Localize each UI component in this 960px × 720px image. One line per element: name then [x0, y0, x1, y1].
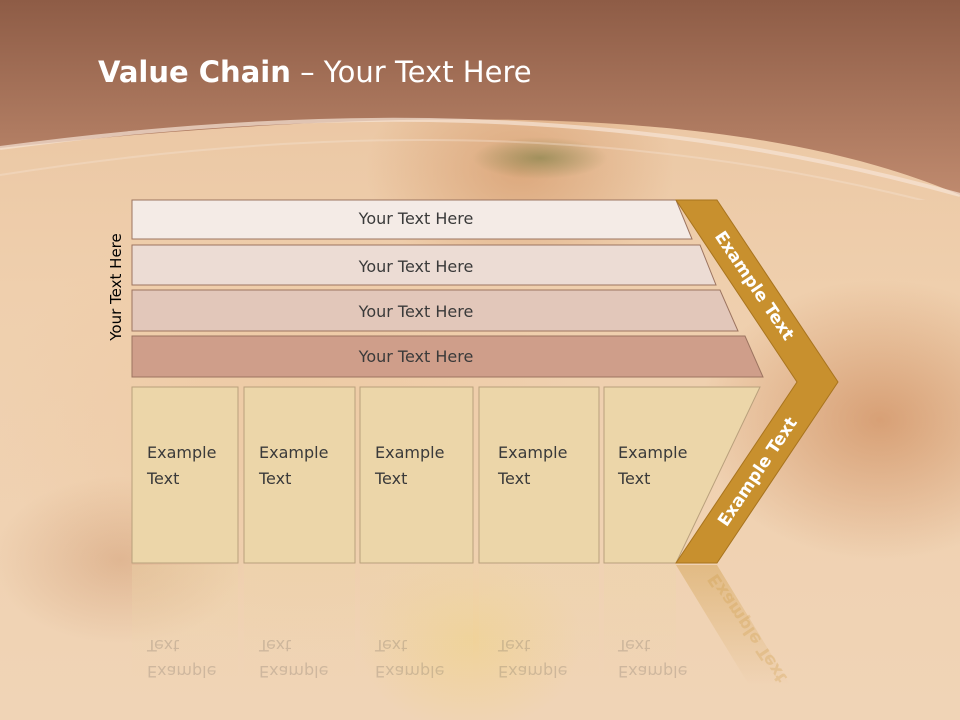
column-label-line2: Text: [375, 469, 408, 488]
column-label-line1: Example: [618, 443, 688, 462]
reflection-line2: Text: [375, 636, 408, 655]
reflection-line2: Text: [498, 636, 531, 655]
column-label-line1: Example: [498, 443, 568, 462]
column-label-reflection: Example Text: [259, 632, 328, 684]
title-bold: Value Chain: [98, 55, 291, 89]
column-label-reflection: Example Text: [375, 632, 444, 684]
reflection-line1: Example: [375, 662, 445, 681]
reflection-line1: Example: [618, 662, 688, 681]
column-label-5: Example Text: [618, 440, 687, 492]
column-reflection: [244, 565, 355, 685]
row-bar-2: [131, 244, 717, 286]
reflection-line2: Text: [259, 636, 292, 655]
reflection-line2: Text: [618, 636, 651, 655]
column-reflection: [479, 565, 599, 685]
column-label-line1: Example: [375, 443, 445, 462]
reflection-line1: Example: [147, 662, 217, 681]
row-bar-3: [131, 289, 739, 332]
column-label-2: Example Text: [259, 440, 328, 492]
side-label: Your Text Here: [107, 233, 125, 341]
column-label-reflection: Example Text: [147, 632, 216, 684]
column-reflection: [604, 565, 676, 685]
reflection-line2: Text: [147, 636, 180, 655]
chevron-arrow: [675, 199, 839, 564]
column-box-4: [478, 386, 600, 564]
row-label-2: Your Text Here: [358, 257, 474, 276]
column-label-reflection: Example Text: [618, 632, 687, 684]
column-label-line1: Example: [259, 443, 329, 462]
column-label-line2: Text: [618, 469, 651, 488]
column-label-3: Example Text: [375, 440, 444, 492]
column-label-4: Example Text: [498, 440, 567, 492]
column-label-line2: Text: [147, 469, 180, 488]
column-label-1: Example Text: [147, 440, 216, 492]
header-band: [0, 0, 960, 200]
arrow-reflection: [676, 565, 790, 685]
reflection-line1: Example: [259, 662, 329, 681]
column-box-2: [243, 386, 356, 564]
row-label-4: Your Text Here: [358, 347, 474, 366]
page-title: Value Chain – Your Text Here: [98, 55, 532, 89]
column-box-1: [131, 386, 239, 564]
column-label-reflection: Example Text: [498, 632, 567, 684]
row-bar-4: [131, 335, 764, 378]
row-label-1: Your Text Here: [358, 209, 474, 228]
row-label-3: Your Text Here: [358, 302, 474, 321]
column-reflection: [132, 565, 238, 685]
row-bar-1: [131, 199, 693, 240]
column-label-line1: Example: [147, 443, 217, 462]
column-label-line2: Text: [498, 469, 531, 488]
column-box-3: [359, 386, 474, 564]
column-reflection: [360, 565, 473, 685]
reflection-line1: Example: [498, 662, 568, 681]
title-rest: – Your Text Here: [290, 55, 532, 89]
column-label-line2: Text: [259, 469, 292, 488]
